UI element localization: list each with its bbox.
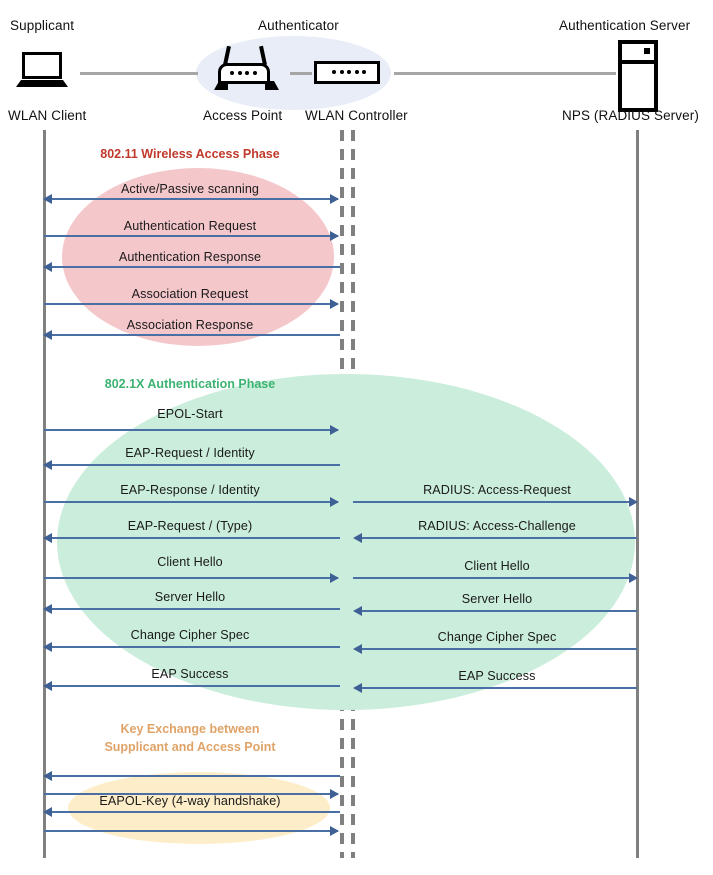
message-line [44,501,338,503]
message-line [357,537,637,539]
message-label-association-response: Association Response [126,318,254,332]
phase-label-dot1x-auth: 802.1X Authentication Phase [104,377,276,391]
message-line [46,646,340,648]
lifeline-authentication-server [636,130,639,858]
arrowhead-left-icon [353,533,362,543]
message-line [46,537,340,539]
message-label-server-hello-left: Server Hello [154,590,226,604]
wlan-controller-icon [314,49,380,87]
arrowhead-right-icon [629,497,638,507]
message-label-client-hello-left: Client Hello [157,555,223,569]
phase-label-key-exchange-line2: Supplicant and Access Point [104,740,276,754]
message-line [44,793,338,795]
arrowhead-left-icon [43,807,52,817]
arrowhead-left-icon [43,262,52,272]
arrowhead-left-icon [353,683,362,693]
message-line [44,303,338,305]
arrowhead-right-icon [330,789,339,799]
message-label-server-hello-right: Server Hello [461,592,533,606]
actor-device-nps-radius-server: NPS (RADIUS Server) [562,108,699,123]
message-label-change-cipher-spec-left: Change Cipher Spec [130,628,250,642]
arrowhead-left-icon [43,330,52,340]
arrowhead-right-icon [330,194,339,204]
message-label-eap-success-right: EAP Success [458,669,536,683]
arrowhead-right-icon [330,826,339,836]
server-icon [618,40,658,112]
message-line [46,464,340,466]
actor-device-wlan-client: WLAN Client [8,108,87,123]
phase-blob-key-exchange [68,772,330,844]
arrowhead-left-icon [43,533,52,543]
message-label-authentication-response: Authentication Response [118,250,262,264]
message-label-eap-request-identity: EAP-Request / Identity [125,446,255,460]
arrowhead-right-icon [330,497,339,507]
message-line [46,266,340,268]
message-line [46,608,340,610]
arrowhead-left-icon [43,604,52,614]
message-label-epol-start: EPOL-Start [157,407,223,421]
message-line [44,830,338,832]
phase-blob-dot1x-auth [57,374,635,710]
laptop-icon [16,52,68,88]
access-point-icon [214,45,279,90]
message-line [353,577,635,579]
message-line [46,334,340,336]
arrowhead-left-icon [353,606,362,616]
arrowhead-left-icon [43,771,52,781]
message-line [353,501,635,503]
message-label-radius-access-request: RADIUS: Access-Request [423,483,571,497]
arrowhead-right-icon [330,299,339,309]
wire-controller-to-server [394,72,616,75]
message-label-association-request: Association Request [131,287,249,301]
lifeline-supplicant [43,130,46,858]
message-line [44,429,338,431]
message-line [46,811,340,813]
message-label-eap-response-identity: EAP-Response / Identity [120,483,260,497]
message-line [357,610,637,612]
arrowhead-left-icon [43,681,52,691]
wire-client-to-ap [80,72,198,75]
arrowhead-right-icon [629,573,638,583]
arrowhead-left-icon [43,642,52,652]
message-label-eap-success-left: EAP Success [151,667,229,681]
message-label-radius-access-challenge: RADIUS: Access-Challenge [418,519,576,533]
message-label-change-cipher-spec-right: Change Cipher Spec [437,630,557,644]
actor-role-supplicant: Supplicant [10,18,75,33]
phase-label-key-exchange-line1: Key Exchange between [120,722,260,736]
arrowhead-left-icon [353,644,362,654]
message-label-eapol-key-4-way-handshake: EAPOL-Key (4-way handshake) [99,794,281,808]
actor-device-access-point: Access Point [203,108,283,123]
arrowhead-left-icon [43,460,52,470]
actor-role-authentication-server: Authentication Server [559,18,691,33]
arrowhead-left-icon [43,194,52,204]
message-line [46,775,340,777]
actor-device-wlan-controller: WLAN Controller [305,108,408,123]
actor-role-authenticator: Authenticator [258,18,339,33]
arrowhead-right-icon [330,425,339,435]
wire-ap-to-controller [290,72,312,75]
phase-blob-wireless-access [62,168,334,346]
message-line [357,648,637,650]
message-label-client-hello-right: Client Hello [464,559,530,573]
arrowhead-right-icon [330,231,339,241]
message-label-authentication-request: Authentication Request [123,219,257,233]
phase-label-wireless-access: 802.11 Wireless Access Phase [100,147,280,161]
message-label-eap-request-type: EAP-Request / (Type) [127,519,253,533]
message-line [357,687,637,689]
message-line [44,235,338,237]
message-label-active-passive-scanning: Active/Passive scanning [120,182,260,196]
message-line [44,577,338,579]
message-line [46,198,338,200]
arrowhead-right-icon [330,573,339,583]
message-line [46,685,340,687]
